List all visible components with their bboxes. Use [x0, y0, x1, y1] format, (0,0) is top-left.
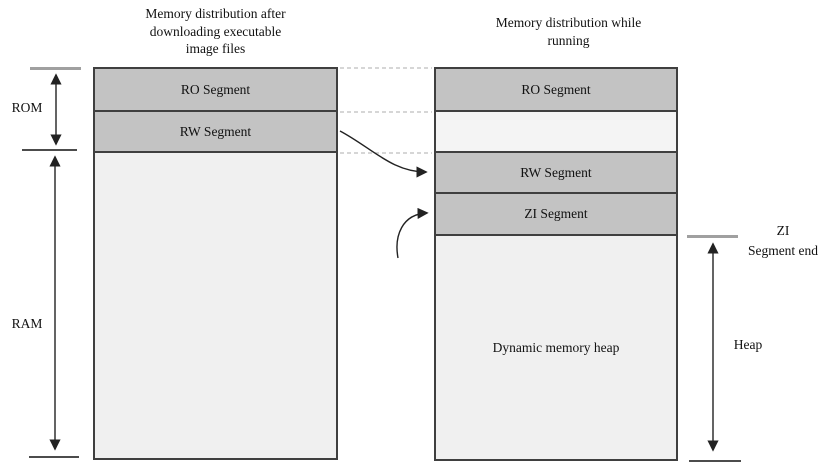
- ram-label: RAM: [11, 316, 43, 331]
- heap-label: Heap: [733, 337, 763, 352]
- right-ro-segment: RO Segment: [436, 69, 676, 112]
- right-rw-segment: RW Segment: [436, 153, 676, 194]
- left-ro-segment: RO Segment: [95, 69, 336, 112]
- rw-relocation-arrow: [339, 130, 428, 178]
- right-unused-gap: [436, 112, 676, 153]
- right-column-title: Memory distribution while running: [495, 15, 642, 48]
- left-free-ram-area: [95, 153, 336, 458]
- dynamic-memory-heap-area: Dynamic memory heap: [436, 236, 676, 459]
- right-memory-column: RO Segment RW Segment ZI Segment Dynamic…: [434, 67, 678, 461]
- left-memory-column: RO Segment RW Segment: [93, 67, 338, 460]
- zi-relocation-arrow: [396, 207, 429, 259]
- left-column-title: Memory distribution after downloading ex…: [145, 6, 286, 56]
- zi-segment-end-label: ZI Segment end: [747, 223, 819, 258]
- right-zi-segment: ZI Segment: [436, 194, 676, 236]
- dashed-alignment-lines: [340, 67, 432, 154]
- left-rw-segment: RW Segment: [95, 112, 336, 153]
- rom-label: ROM: [11, 100, 43, 115]
